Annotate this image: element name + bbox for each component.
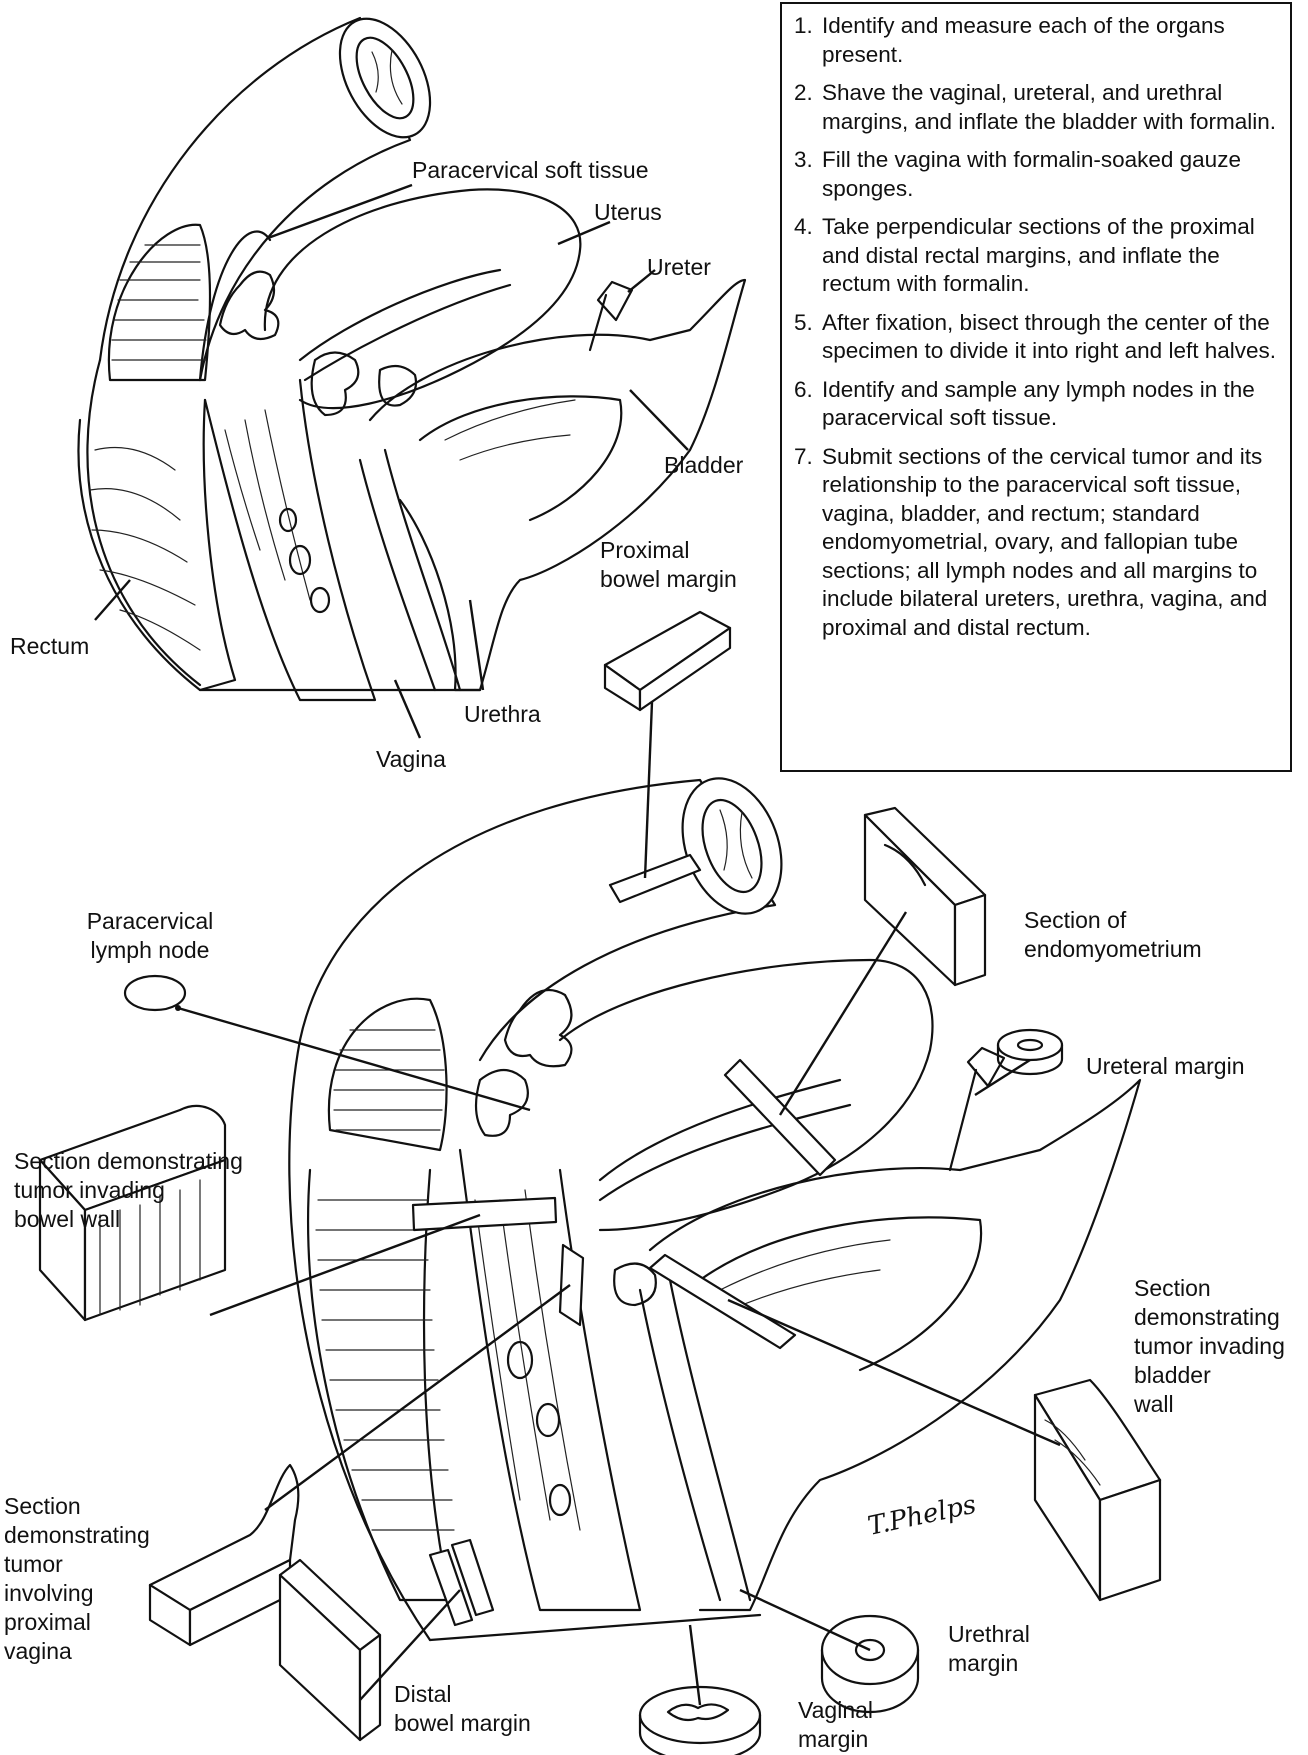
label-uterus: Uterus: [594, 198, 662, 227]
proximal-bowel-block: [605, 612, 730, 710]
step-7: 7.Submit sections of the cervical tumor …: [794, 443, 1276, 643]
top-specimen-drawing: [79, 4, 746, 700]
distal-bowel-block: [280, 1560, 380, 1740]
label-vagina: Vagina: [376, 745, 446, 774]
label-section-endomyometrium: Section of endomyometrium: [1024, 906, 1202, 964]
instruction-box: 1.Identify and measure each of the organ…: [780, 2, 1292, 772]
proximal-vagina-block: [150, 1465, 298, 1645]
label-ureteral-margin: Ureteral margin: [1086, 1052, 1245, 1081]
step-5: 5.After fixation, bisect through the cen…: [794, 309, 1276, 366]
artist-signature: T.Phelps: [865, 1490, 979, 1542]
label-proximal-bowel-margin: Proximal bowel margin: [600, 536, 737, 594]
ureteral-ring: [998, 1030, 1062, 1074]
label-tumor-bladder-wall: Section demonstrating tumor invading bla…: [1134, 1274, 1285, 1419]
label-urethral-margin: Urethral margin: [948, 1620, 1030, 1678]
label-vaginal-margin: Vaginal margin: [798, 1696, 873, 1754]
label-tumor-proximal-vagina: Section demonstrating tumor involving pr…: [4, 1492, 150, 1666]
step-1: 1.Identify and measure each of the organ…: [794, 12, 1276, 69]
top-leader-lines: [95, 185, 688, 738]
endomyometrium-block: [865, 808, 985, 985]
label-bladder: Bladder: [664, 451, 743, 480]
label-paracervical-soft-tissue: Paracervical soft tissue: [412, 156, 648, 185]
step-6: 6.Identify and sample any lymph nodes in…: [794, 376, 1276, 433]
label-tumor-bowel-wall: Section demonstrating tumor invading bow…: [14, 1147, 243, 1234]
step-2: 2.Shave the vaginal, ureteral, and ureth…: [794, 79, 1276, 136]
bottom-specimen-drawing: [289, 764, 1140, 1640]
lymph-node-shape: [125, 976, 185, 1010]
label-distal-bowel-margin: Distal bowel margin: [394, 1680, 531, 1738]
label-paracervical-lymph-node: Paracervical lymph node: [70, 907, 230, 965]
step-3: 3.Fill the vagina with formalin-soaked g…: [794, 146, 1276, 203]
step-4: 4.Take perpendicular sections of the pro…: [794, 213, 1276, 299]
label-rectum: Rectum: [10, 632, 89, 661]
instruction-list: 1.Identify and measure each of the organ…: [794, 12, 1276, 642]
label-ureter: Ureter: [647, 253, 711, 282]
label-urethra: Urethra: [464, 700, 541, 729]
